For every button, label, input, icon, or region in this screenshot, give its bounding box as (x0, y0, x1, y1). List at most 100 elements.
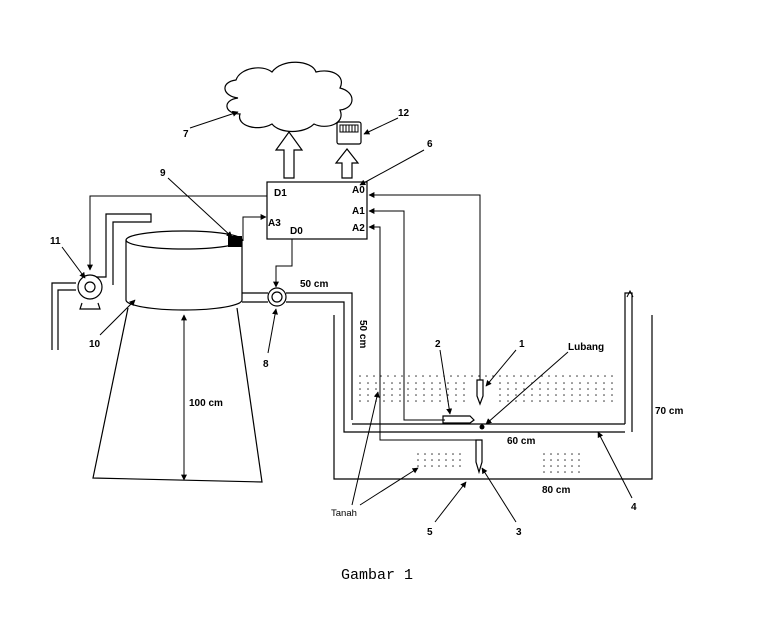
soil-dot (578, 459, 580, 461)
soil-dot (431, 459, 433, 461)
soil-dot (571, 453, 573, 455)
soil-dot (399, 388, 401, 390)
soil-dot (463, 382, 465, 384)
soil-dot (543, 465, 545, 467)
soil-dot (367, 388, 369, 390)
soil-dot (571, 471, 573, 473)
soil-dot (450, 375, 452, 377)
pipe-to-pot-top (286, 292, 353, 420)
soil-dot (445, 465, 447, 467)
soil-dot (531, 388, 533, 390)
soil-dot (375, 388, 377, 390)
soil-dot (547, 382, 549, 384)
soil-dot (452, 459, 454, 461)
label-1: 1 (519, 339, 525, 350)
leader-tanah-a (351, 391, 380, 506)
soil-dot (571, 459, 573, 461)
label-5: 5 (427, 527, 433, 538)
soil-dot (424, 459, 426, 461)
drain-hole (479, 424, 485, 430)
soil-dot (557, 465, 559, 467)
soil-dot (439, 382, 441, 384)
soil-dot (463, 394, 465, 396)
soil-dot (587, 394, 589, 396)
soil-dot (571, 388, 573, 390)
label-11: 11 (50, 236, 61, 247)
soil-dot (604, 375, 606, 377)
soil-dot (423, 394, 425, 396)
soil-dot (595, 388, 597, 390)
soil-dot (415, 375, 417, 377)
sd-card-icon (336, 121, 362, 145)
soil-dot (578, 465, 580, 467)
soil-dot (571, 382, 573, 384)
soil-dot (447, 394, 449, 396)
soil-dot (543, 459, 545, 461)
soil-dot (611, 400, 613, 402)
leader-9 (167, 177, 233, 238)
soil-dot (555, 382, 557, 384)
soil-dot (452, 465, 454, 467)
soil-dot (523, 394, 525, 396)
upload-arrow-sd (334, 148, 360, 179)
soil-dot (401, 375, 403, 377)
soil-dot (579, 400, 581, 402)
soil-dot (534, 375, 536, 377)
outer-pot (333, 315, 653, 480)
soil-dot (523, 388, 525, 390)
inner-pot-top-marker (626, 289, 634, 298)
soil-dot (543, 453, 545, 455)
soil-dot (595, 382, 597, 384)
soil-dot (431, 465, 433, 467)
soil-dot (590, 375, 592, 377)
pin-a1: A1 (352, 206, 365, 217)
label-6: 6 (427, 139, 433, 150)
soil-dot (563, 382, 565, 384)
soil-dot (417, 459, 419, 461)
soil-dot (579, 382, 581, 384)
soil-dot (527, 375, 529, 377)
soil-dot (431, 394, 433, 396)
soil-dot (407, 382, 409, 384)
water-tank (125, 230, 243, 311)
pin-d1: D1 (274, 188, 287, 199)
pipe-horizontal-label: 50 cm (300, 279, 328, 290)
soil-dot (539, 400, 541, 402)
soil-dot (579, 388, 581, 390)
soil-dot (515, 388, 517, 390)
leader-tanah-b (359, 467, 419, 506)
soil-dot (547, 394, 549, 396)
soil-dot (359, 375, 361, 377)
soil-dot (459, 459, 461, 461)
pin-a3: A3 (268, 218, 281, 229)
upload-arrow-cloud (274, 130, 304, 179)
soil-dot (383, 388, 385, 390)
soil-dot (367, 382, 369, 384)
soil-dot (375, 382, 377, 384)
leader-1 (485, 349, 517, 387)
soil-dot (564, 453, 566, 455)
leader-11 (61, 246, 86, 279)
soil-dot (507, 388, 509, 390)
soil-dot (506, 375, 508, 377)
soil-dot (555, 388, 557, 390)
soil-dot (407, 388, 409, 390)
moisture-sensor-2 (442, 415, 475, 424)
soil-dot (603, 394, 605, 396)
soil-dot (611, 382, 613, 384)
soil-dot (445, 459, 447, 461)
soil-dot (499, 388, 501, 390)
soil-dot (438, 465, 440, 467)
soil-dot (563, 400, 565, 402)
soil-dot (471, 375, 473, 377)
soil-dot (515, 400, 517, 402)
pot-height-label: 70 cm (655, 406, 683, 417)
soil-dot (520, 375, 522, 377)
soil-dot (439, 400, 441, 402)
soil-dot (423, 382, 425, 384)
label-9: 9 (160, 168, 166, 179)
soil-dot (394, 375, 396, 377)
label-4: 4 (631, 502, 637, 513)
soil-dot (550, 471, 552, 473)
soil-dot (391, 400, 393, 402)
